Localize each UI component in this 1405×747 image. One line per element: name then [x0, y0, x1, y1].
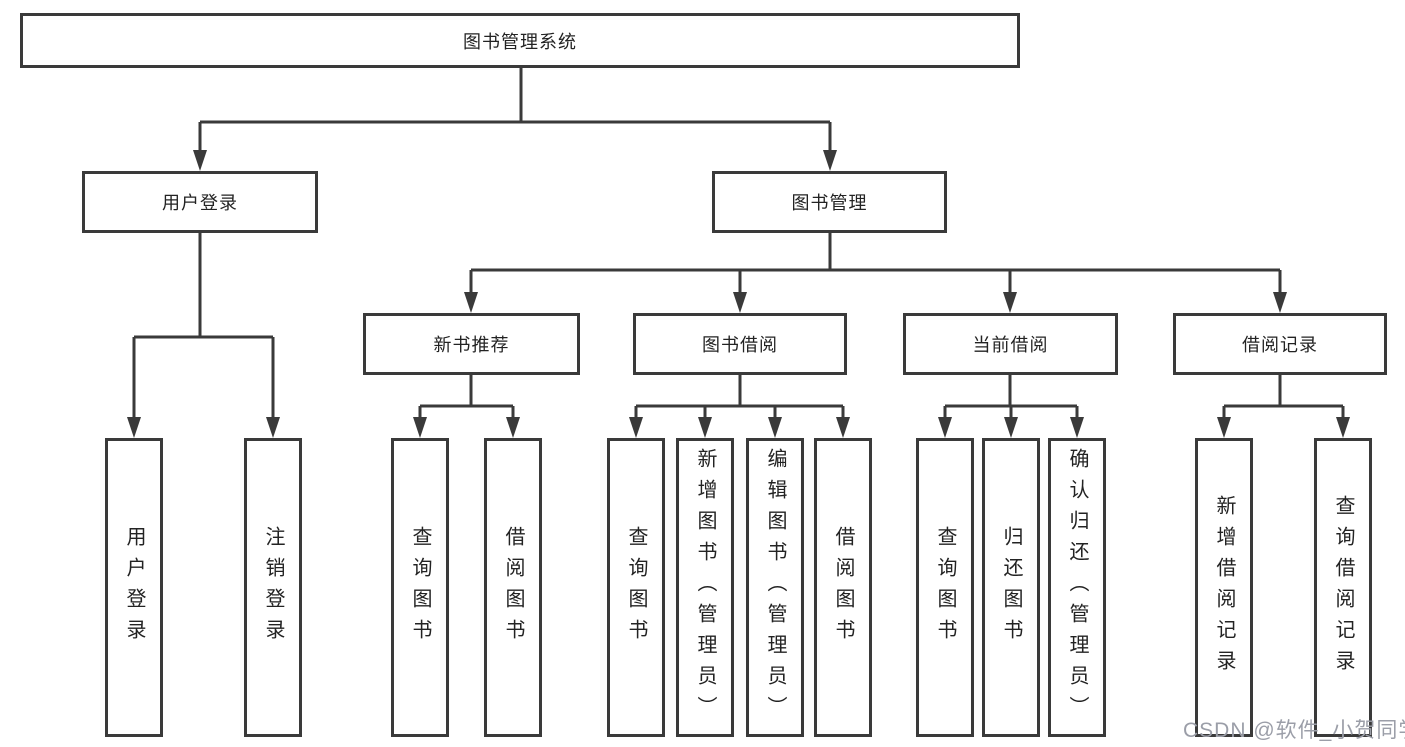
arrow-down-icon	[127, 417, 141, 438]
leaf-add-borrow-record: 新增借阅记录	[1195, 438, 1253, 737]
node-book-management: 图书管理	[712, 171, 947, 233]
arrow-down-icon	[836, 417, 850, 438]
node-current-borrow: 当前借阅	[903, 313, 1118, 375]
leaf-label: 用户登录	[123, 525, 145, 650]
arrow-down-icon	[1217, 417, 1231, 438]
leaf-query-book: 查询图书	[916, 438, 974, 737]
node-label: 图书管理系统	[463, 31, 577, 52]
node-label: 当前借阅	[972, 335, 1049, 355]
node-new-book-recommend: 新书推荐	[363, 313, 580, 375]
arrow-down-icon	[413, 417, 427, 438]
leaf-borrow-book: 借阅图书	[814, 438, 872, 737]
leaf-query-borrow-record: 查询借阅记录	[1314, 438, 1372, 737]
leaf-label: 查询图书	[625, 525, 647, 650]
leaf-label: 归还图书	[1000, 525, 1022, 650]
leaf-label: 编辑图书（管理员）	[764, 448, 786, 727]
leaf-query-book: 查询图书	[607, 438, 665, 737]
leaf-label: 注销登录	[262, 525, 284, 650]
leaf-label: 查询图书	[934, 525, 956, 650]
arrow-down-icon	[733, 292, 747, 313]
leaf-return-book: 归还图书	[982, 438, 1040, 737]
arrow-down-icon	[464, 292, 478, 313]
arrow-down-icon	[938, 417, 952, 438]
node-library-management-system: 图书管理系统	[20, 13, 1020, 68]
leaf-label: 查询借阅记录	[1332, 494, 1354, 681]
connector-current-borrow-to-leaves	[943, 375, 1079, 420]
arrowheads	[127, 150, 1350, 438]
node-borrow-record: 借阅记录	[1173, 313, 1387, 375]
connector-user-login-to-leaves	[132, 233, 275, 420]
connector-root-to-level2	[198, 68, 832, 153]
leaf-user-login: 用户登录	[105, 438, 163, 737]
arrow-down-icon	[193, 150, 207, 171]
arrow-down-icon	[266, 417, 280, 438]
leaf-logout: 注销登录	[244, 438, 302, 737]
leaf-borrow-book: 借阅图书	[484, 438, 542, 737]
node-book-borrow: 图书借阅	[633, 313, 847, 375]
arrow-down-icon	[1004, 417, 1018, 438]
leaf-confirm-return-admin: 确认归还（管理员）	[1048, 438, 1106, 737]
arrow-down-icon	[629, 417, 643, 438]
arrow-down-icon	[1003, 292, 1017, 313]
arrow-down-icon	[1336, 417, 1350, 438]
node-label: 图书管理	[791, 193, 868, 213]
connector-book-management-to-level3	[469, 233, 1282, 295]
node-user-login: 用户登录	[82, 171, 318, 233]
node-label: 新书推荐	[433, 335, 510, 355]
leaf-query-book: 查询图书	[391, 438, 449, 737]
node-label: 图书借阅	[702, 335, 778, 355]
node-label: 借阅记录	[1242, 335, 1318, 355]
arrow-down-icon	[506, 417, 520, 438]
node-label: 用户登录	[162, 193, 238, 213]
leaf-add-book-admin: 新增图书（管理员）	[676, 438, 734, 737]
leaf-label: 新增图书（管理员）	[694, 448, 716, 727]
arrow-down-icon	[768, 417, 782, 438]
leaf-label: 确认归还（管理员）	[1066, 448, 1088, 727]
arrow-down-icon	[1070, 417, 1084, 438]
leaf-edit-book-admin: 编辑图书（管理员）	[746, 438, 804, 737]
leaf-label: 借阅图书	[502, 525, 524, 650]
connector-borrow-record-to-leaves	[1222, 375, 1345, 420]
leaf-label: 新增借阅记录	[1213, 494, 1235, 681]
connector-book-borrow-to-leaves	[634, 375, 845, 420]
leaf-label: 借阅图书	[832, 525, 854, 650]
arrow-down-icon	[823, 150, 837, 171]
connector-new-book-to-leaves	[418, 375, 515, 420]
arrow-down-icon	[698, 417, 712, 438]
leaf-label: 查询图书	[409, 525, 431, 650]
arrow-down-icon	[1273, 292, 1287, 313]
